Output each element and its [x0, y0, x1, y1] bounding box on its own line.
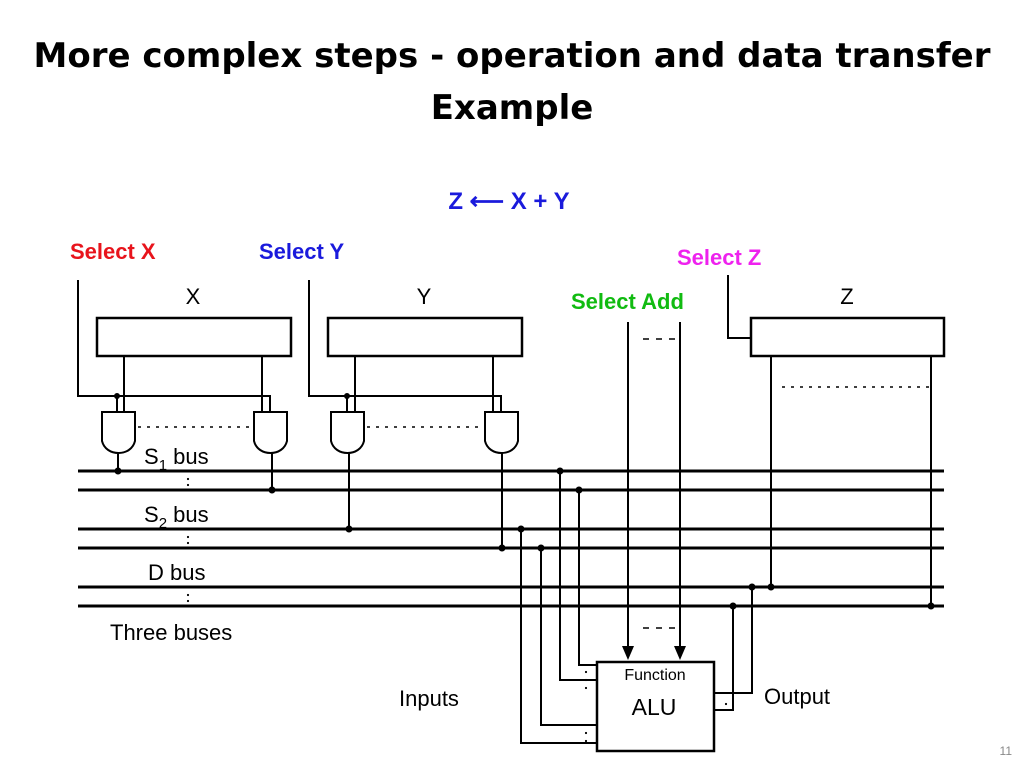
s1-bus-label: S1 bus: [144, 444, 209, 474]
output-label: Output: [764, 684, 830, 709]
gate-y-left: [330, 411, 365, 455]
select-y-line: [308, 280, 502, 412]
s2-bus-label: S2 bus: [144, 502, 209, 532]
register-y-label: Y: [417, 284, 432, 309]
register-y: [326, 316, 524, 358]
inputs-label: Inputs: [399, 686, 459, 711]
register-x-label: X: [186, 284, 201, 309]
slide-title-line1: More complex steps - operation and data …: [33, 36, 991, 76]
select-z-label: Select Z: [677, 245, 761, 270]
select-z-line: [727, 275, 751, 339]
three-buses-label: Three buses: [110, 620, 232, 645]
register-z: [749, 316, 946, 358]
slide-number: 11: [999, 744, 1012, 758]
gate-x-left: [101, 411, 136, 455]
alu-function-label: Function: [624, 667, 685, 684]
alu-box: [595, 660, 716, 753]
alu-label: ALU: [632, 694, 677, 720]
d-bus-label: D bus: [148, 560, 205, 585]
select-x-label: Select X: [70, 239, 156, 264]
gate-x-right: [253, 411, 288, 455]
register-z-label: Z: [840, 284, 853, 309]
gate-y-right: [484, 411, 519, 455]
select-y-label: Select Y: [259, 239, 345, 264]
select-x-line: [77, 280, 271, 412]
operation-label: Z ⟵ X + Y: [448, 188, 569, 215]
register-x: [95, 316, 293, 358]
slide-title-line2: Example: [430, 88, 594, 128]
slide-title: More complex steps - operation and data …: [0, 30, 1024, 134]
select-add-label: Select Add: [571, 289, 684, 314]
